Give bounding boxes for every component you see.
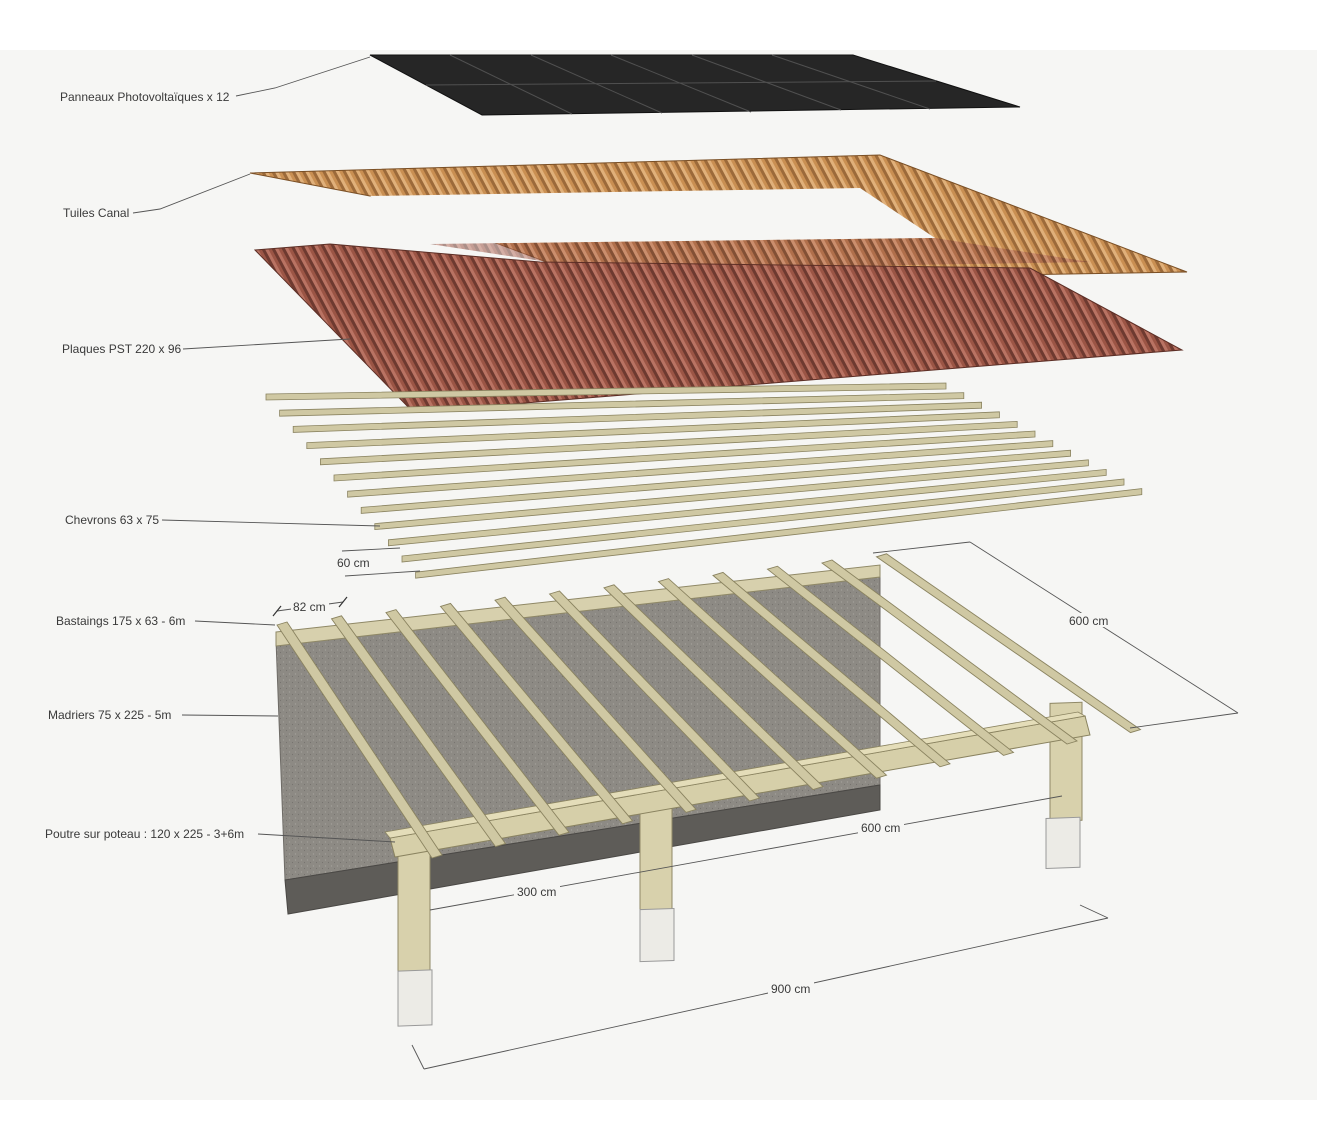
- label-plates: Plaques PST 220 x 96: [62, 342, 182, 356]
- label-tiles: Tuiles Canal: [63, 206, 129, 220]
- rafter: [306, 411, 1000, 450]
- tile-opening: [370, 188, 935, 244]
- label-panels: Panneaux Photovoltaïques x 12: [60, 90, 230, 104]
- label-post-beam: Poutre sur poteau : 120 x 225 - 3+6m: [45, 827, 244, 841]
- joist: [821, 559, 1078, 745]
- rafter: [265, 382, 947, 401]
- rafter: [333, 430, 1036, 482]
- rafter: [360, 449, 1071, 514]
- label-joists: Bastaings 175 x 63 - 6m: [56, 614, 185, 628]
- dim-total-length: 900 cm: [771, 982, 810, 996]
- solar-panels: [369, 54, 1021, 116]
- panel-col-seam: [691, 54, 842, 111]
- joist: [276, 621, 443, 859]
- panel-col-seam: [449, 54, 573, 115]
- post-middle-base: [639, 907, 675, 963]
- rafter: [374, 459, 1089, 531]
- leaders: [132, 56, 396, 843]
- rafter: [401, 478, 1125, 563]
- dim-joist-spacing: 82 cm: [293, 600, 326, 614]
- joist: [439, 602, 634, 825]
- joist: [385, 609, 570, 836]
- labels: Panneaux Photovoltaïques x 12 Tuiles Can…: [45, 90, 244, 841]
- joist: [494, 596, 697, 813]
- wall-footing: [284, 784, 881, 915]
- joist: [548, 590, 761, 802]
- dimension-labels: 60 cm 82 cm 600 cm 600 cm 300 cm 900 cm: [291, 556, 1112, 996]
- joist: [603, 584, 824, 791]
- rafter: [279, 392, 965, 417]
- rafter: [387, 468, 1107, 547]
- panel-col-seam: [530, 54, 663, 114]
- joist: [330, 615, 507, 848]
- dim-beam-span-left: 300 cm: [517, 885, 556, 899]
- rafter: [292, 401, 982, 433]
- rafter: [415, 488, 1143, 579]
- post-left-base: [397, 969, 433, 1027]
- dim-beam-span-right: 600 cm: [861, 821, 900, 835]
- label-rafters: Chevrons 63 x 75: [65, 513, 159, 527]
- post-right-base: [1045, 816, 1081, 869]
- dim-rafter-spacing: 60 cm: [337, 556, 370, 570]
- dim-depth: 600 cm: [1069, 614, 1108, 628]
- joist: [657, 578, 888, 779]
- joist: [875, 553, 1142, 734]
- joist: [766, 565, 1015, 756]
- tile-opening-lower: [430, 238, 1090, 270]
- panel-col-seam: [771, 54, 931, 110]
- rafter: [319, 420, 1018, 466]
- label-beams: Madriers 75 x 225 - 5m: [48, 708, 171, 722]
- rafter: [347, 440, 1054, 498]
- joists: [276, 553, 1142, 859]
- panel-col-seam: [610, 54, 752, 113]
- rafters: [265, 382, 1143, 579]
- joist: [712, 571, 951, 768]
- back-wall: [275, 564, 881, 915]
